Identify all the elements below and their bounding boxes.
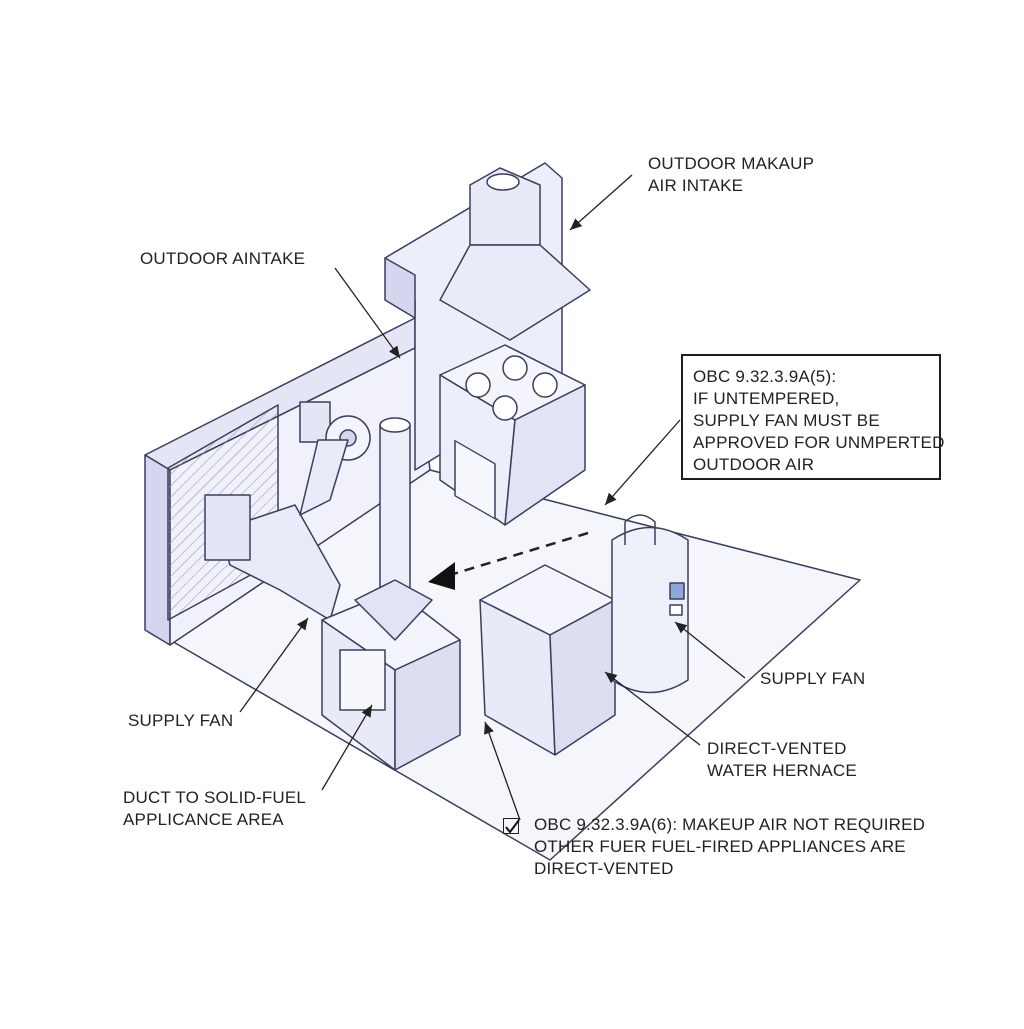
stove-oven-window <box>454 439 496 520</box>
water-heater-panel <box>669 582 685 600</box>
label-supply-fan-right: SUPPLY FAN <box>760 669 866 688</box>
burner <box>532 372 558 398</box>
checkbox-checked <box>503 818 520 834</box>
leader-water-heater <box>604 671 701 746</box>
furnace-side <box>549 599 616 756</box>
leader-supply-fan-right <box>674 621 746 679</box>
leader-bottom-note <box>484 721 521 821</box>
back-wall-edge <box>384 257 416 319</box>
label-direct-vented-water-heater: DIRECT-VENTED WATER HERNACE <box>707 739 857 780</box>
leader-makeup-intake <box>569 174 633 231</box>
left-wall-end <box>144 454 171 646</box>
water-heater-label <box>669 604 683 616</box>
code-note-box: OBC 9.32.3.9A(5): IF UNTEMPERED, SUPPLY … <box>681 354 945 480</box>
wall-fan-plate <box>299 401 331 443</box>
label-outdoor-makeup-air-intake: OUTDOOR MAKAUP AIR INTAKE <box>648 154 815 195</box>
woodstove-hood <box>354 579 433 641</box>
label-outdoor-air-intake: OUTDOOR AINTAKE <box>140 249 306 268</box>
airflow-arrowhead <box>428 562 455 590</box>
check-icon <box>505 819 520 834</box>
stove-side <box>504 384 586 526</box>
wall-grille <box>204 494 251 561</box>
burner <box>492 395 518 421</box>
woodstove-side <box>394 639 461 771</box>
water-heater-pipe <box>624 514 656 545</box>
hood-chimney <box>469 167 541 246</box>
leader-supply-fan-left <box>239 617 309 713</box>
label-duct-to-solid-fuel: DUCT TO SOLID-FUEL APPLICANCE AREA <box>123 788 307 829</box>
hood-body <box>439 244 591 341</box>
flue-cap <box>379 417 411 433</box>
burner <box>502 355 528 381</box>
duct-upper <box>299 439 349 516</box>
label-supply-fan-left: SUPPLY FAN <box>128 711 234 730</box>
water-heater-body <box>611 526 689 694</box>
burner <box>465 372 491 398</box>
leader-duct <box>321 704 373 791</box>
code-note-text: OBC 9.32.3.9A(5): IF UNTEMPERED, SUPPLY … <box>693 367 945 474</box>
airflow-arrow <box>439 531 589 580</box>
leader-outdoor-intake <box>334 267 401 359</box>
hood-vent-cap <box>486 173 520 191</box>
leader-code-note <box>604 419 681 506</box>
code-note-bottom: OBC 9.32.3.9A(6): MAKEUP AIR NOT REQUIRE… <box>534 815 926 878</box>
woodstove-glass <box>339 649 386 711</box>
flue-pipe <box>379 424 411 601</box>
